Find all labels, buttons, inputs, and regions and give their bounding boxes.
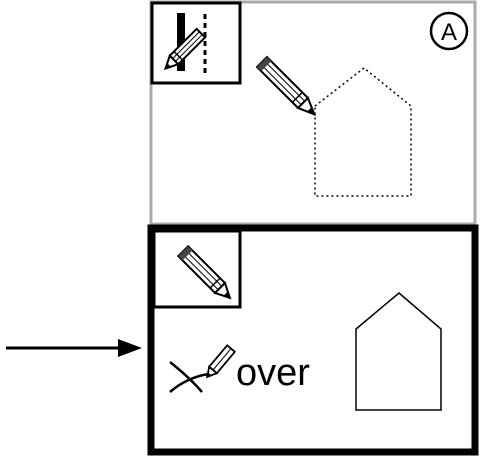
pencil-tool-icon xyxy=(152,229,242,309)
panel-a: A xyxy=(149,0,477,226)
arrow-right-icon xyxy=(6,339,142,357)
panel-label-a: A xyxy=(429,11,469,51)
pencil-icon xyxy=(255,55,317,117)
pencil-with-dashed-line-icon xyxy=(150,1,242,85)
house-outline-dotted xyxy=(314,67,412,197)
house-outline-solid xyxy=(355,292,442,411)
stroke-label: over xyxy=(236,352,310,394)
cross-stroke-pencil-icon xyxy=(169,344,237,393)
svg-text:A: A xyxy=(441,19,457,46)
panel-b: over xyxy=(147,224,479,456)
